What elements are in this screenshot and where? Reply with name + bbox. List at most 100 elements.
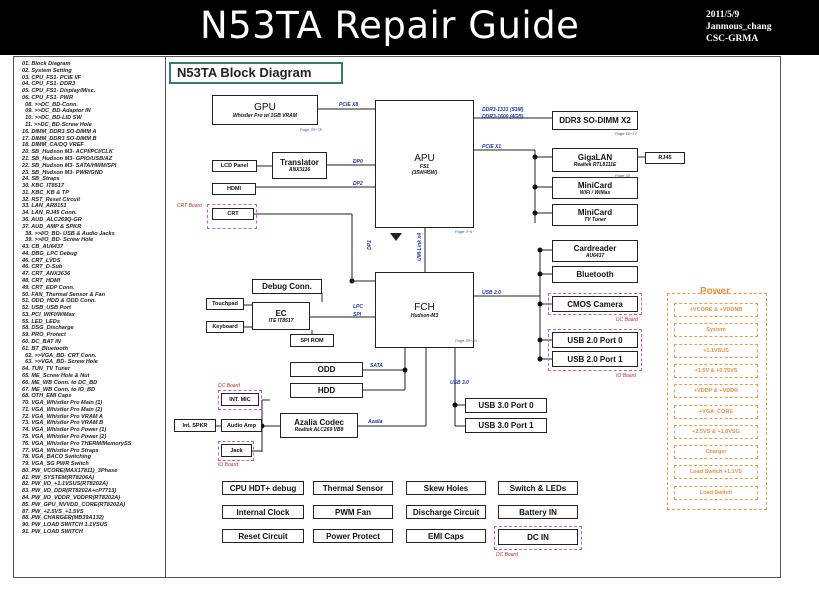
apu-sub2: (35W/45W)	[411, 169, 438, 176]
cmos-block: CMOS Camera	[552, 296, 638, 312]
gpu-sub: Whistler Pro w/ 1GB VRAM	[233, 112, 297, 119]
hdmi-label: HDMI	[226, 186, 242, 192]
bottom-thermal-label: Thermal Sensor	[322, 483, 384, 493]
usb20-port0-label: USB 2.0 Port 0	[567, 335, 623, 345]
power-item: Charger	[674, 445, 758, 460]
usb30-port0-block: USB 3.0 Port 0	[465, 398, 547, 413]
index-item: 38. >>I/O_BD- USB & Audio Jacks	[22, 230, 115, 237]
index-item: 63. >>VGA_BD- Screw Hole	[22, 359, 98, 366]
fch-sub: Hudson-M3	[410, 312, 439, 319]
sig-dp1: DP1	[366, 240, 373, 250]
index-item: 50. FAN_Thermal Sensor & Fan	[22, 291, 105, 298]
index-item: 76. VGA_Whistler Pro THERM/MemorySS	[22, 440, 132, 447]
gpu-label: GPU	[254, 101, 276, 113]
bottom-reset-label: Reset Circuit	[238, 531, 288, 541]
bottom-battery: Battery IN	[498, 505, 578, 519]
index-item: 77. VGA_Whistler Pro Straps	[22, 447, 99, 454]
audioamp-block: Audio Amp	[221, 419, 262, 432]
odd-label: ODD	[317, 365, 336, 374]
index-item: 02. System Setting	[22, 67, 72, 74]
jack-board-label: IO Board	[218, 462, 239, 468]
header-date: 2011/5/9	[706, 10, 740, 20]
bottom-switch-leds-label: Switch & LEDs	[509, 483, 567, 493]
bottom-reset: Reset Circuit	[222, 529, 304, 543]
index-item: 39. >>I/O_BD- Screw Hole	[22, 237, 94, 244]
azalia-sub: Realtek ALC269 VB8	[294, 427, 344, 433]
spirom-label: SPI ROM	[300, 337, 324, 344]
ec-label: EC	[275, 308, 287, 318]
bottom-cpu-hdt-label: CPU HDT+ debug	[229, 483, 297, 493]
crt-board-label: CRT Board	[177, 203, 202, 209]
index-item: 72. VGA_Whistler Pro VRAM A	[22, 413, 103, 420]
cmos-board-outline	[548, 293, 642, 315]
index-item: 48. CRT_HDMI	[22, 278, 61, 284]
diagram-panel	[165, 56, 781, 578]
page-ref: Page 3~6	[455, 229, 473, 234]
power-item: +VGA_CORE	[674, 404, 758, 419]
index-item: 87. PW_+2.5VS_+1.5VS	[22, 508, 84, 515]
minicard-tv-sub: TV Tuner	[584, 216, 606, 223]
index-item: 64. TUN_TV Tuner	[22, 366, 71, 373]
index-item: 03. CPU_FS1- PCIE I/F	[22, 74, 82, 81]
power-item: Load Switch +1.1VS	[674, 465, 758, 480]
power-item: +2.5VS & +1.8VSG	[674, 424, 758, 439]
power-item: +1.5V & +0.75VS	[674, 363, 758, 378]
header-author: Janmous_chang	[706, 22, 772, 32]
index-item: 04. CPU_FS1- DDR3	[22, 81, 76, 88]
bottom-discharge: Discharge Circuit	[406, 505, 486, 519]
dimm-block: DDR3 SO-DIMM X2	[552, 111, 638, 130]
bottom-pwm-fan-label: PWM Fan	[335, 507, 371, 517]
bottom-thermal: Thermal Sensor	[313, 481, 393, 495]
index-item: 31. KBC_KB & TP	[22, 189, 69, 196]
index-item: 21. SB_Hudson M3- GPIO/USB/AZ	[22, 155, 113, 162]
hdd-block: HDD	[290, 383, 363, 398]
power-section	[667, 293, 767, 510]
apu-label: APU	[414, 152, 435, 164]
bottom-power-protect-label: Power Protect	[326, 531, 380, 541]
bottom-skew-label: Skew Holes	[423, 483, 469, 493]
index-item: 09. >>DC_BD-Adaptor IN	[22, 108, 91, 115]
index-item: 74. VGA_Whistler Pro Power (1)	[22, 427, 107, 434]
bottom-pwm-fan: PWM Fan	[313, 505, 393, 519]
index-item: 47. CRT_ANX3636	[22, 271, 71, 278]
keyboard-block: Keyboard	[206, 321, 244, 333]
index-item: 46. CRT_D-Sub	[22, 264, 63, 271]
sig-dpc: DP0	[353, 159, 363, 165]
index-item: 52. USB_USB Port	[22, 305, 71, 312]
index-item: 10. >>DC_BD-LID SW	[22, 115, 82, 122]
index-item: 46. CRT_LVDS	[22, 257, 61, 264]
spirom-block: SPI ROM	[290, 334, 334, 347]
apu-sub1: FS1	[419, 163, 430, 170]
intspkr-block: Int. SPKR	[174, 419, 216, 432]
sig-usb30: USB 3.0	[450, 380, 469, 386]
fch-label: FCH	[414, 301, 435, 313]
hdd-label: HDD	[317, 386, 336, 395]
page-ref: Page 33	[615, 173, 630, 178]
index-item: 34. LAN_RJ45 Conn.	[22, 210, 77, 217]
index-item: 79. VGA_SG PWR Switch	[22, 461, 89, 468]
index-item: 22. SB_Hudson M3- SATA/HWM/SPI	[22, 162, 117, 169]
index-item: 53. PCI_WIFI/WiMax	[22, 311, 75, 318]
lcd-block: LCD Panel	[212, 160, 257, 172]
odd-block: ODD	[290, 362, 363, 377]
bottom-power-protect: Power Protect	[313, 529, 393, 543]
touchpad-block: Touchpad	[206, 298, 244, 310]
index-item: 16. DIMM_DDR3 SO-DIMM A	[22, 128, 97, 135]
index-item: 11. >>DC_BD-Screw Hole	[22, 122, 92, 129]
azalia-label: Azalia Codec	[294, 418, 344, 427]
index-item: 91. PW_LOAD SWITCH	[22, 528, 83, 535]
crt-board-outline	[207, 204, 257, 229]
sig-ddr3: DDR3-1333 (S3M)	[482, 107, 524, 113]
sig-umi: UMI-Link x4	[417, 232, 424, 262]
intspkr-label: Int. SPKR	[182, 422, 208, 429]
sig-azalia: Azalia	[368, 419, 383, 425]
index-item: 37. AUD_AMP & SPKR	[22, 223, 82, 230]
crt-label: CRT	[227, 211, 239, 217]
power-item: System	[674, 323, 758, 338]
bottom-emi: EMI Caps	[406, 529, 486, 543]
